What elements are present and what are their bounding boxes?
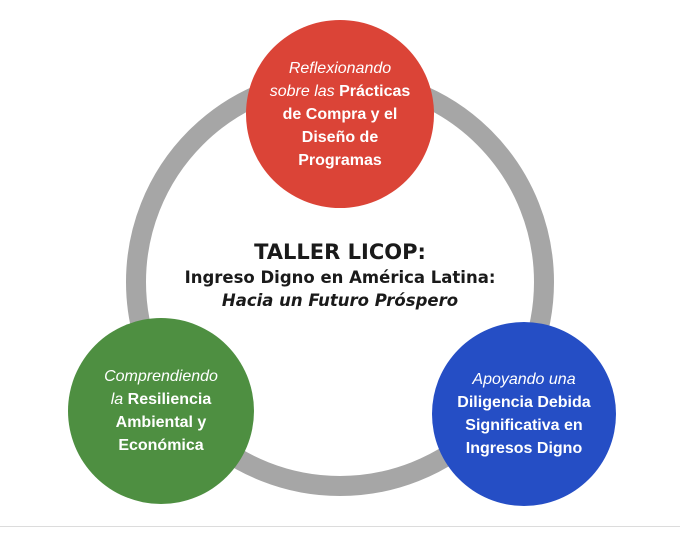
node-resiliencia-text: Comprendiendo la Resiliencia Ambiental y…	[83, 365, 239, 457]
node-top-bold-2: Prácticas	[339, 82, 411, 100]
center-tagline: Hacia un Futuro Próspero	[221, 291, 459, 310]
center-label: TALLER LICOP: Ingreso Digno en América L…	[140, 238, 540, 312]
node-left-italic-1: Comprendiendo	[104, 368, 218, 385]
node-left-bold-2: Resiliencia	[127, 391, 212, 408]
node-left-bold-3: Ambiental y	[115, 414, 207, 431]
node-left-italic-2: la	[110, 391, 128, 408]
center-subtitle: Ingreso Digno en América Latina:	[184, 268, 496, 287]
node-practicas-compra-text: Reflexionando sobre las Prácticas de Com…	[261, 57, 419, 172]
node-right-bold-3: Significativa en	[465, 417, 583, 434]
node-practicas-compra: Reflexionando sobre las Prácticas de Com…	[246, 20, 434, 208]
node-top-italic-1: Reflexionando	[288, 59, 392, 77]
node-right-italic-1: Apoyando una	[472, 371, 576, 388]
node-right-bold-4: Ingresos Digno	[465, 440, 583, 457]
node-diligencia-debida-text: Apoyando una Diligencia Debida Significa…	[447, 368, 602, 460]
node-top-bold-4: Diseño de	[301, 128, 379, 146]
node-right-bold-2: Diligencia Debida	[457, 394, 591, 411]
node-left-bold-4: Económica	[118, 437, 204, 454]
node-top-italic-2: sobre las	[269, 82, 340, 100]
bottom-divider	[0, 526, 680, 527]
node-top-bold-5: Programas	[298, 151, 382, 169]
node-top-bold-3: de Compra y el	[282, 105, 398, 123]
center-title: TALLER LICOP:	[254, 240, 426, 264]
node-diligencia-debida: Apoyando una Diligencia Debida Significa…	[432, 322, 616, 506]
node-resiliencia: Comprendiendo la Resiliencia Ambiental y…	[68, 318, 254, 504]
